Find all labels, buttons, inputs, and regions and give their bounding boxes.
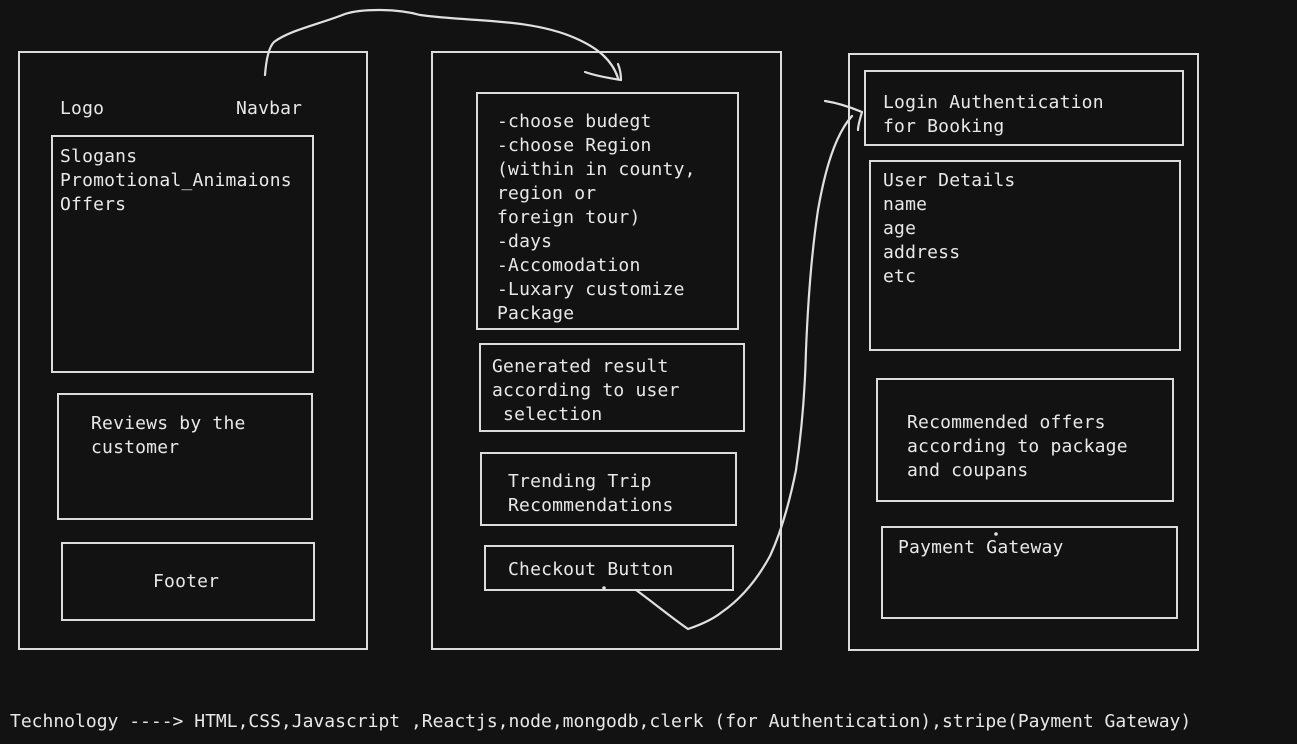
user-line: age (883, 218, 917, 239)
panel-home (18, 51, 368, 650)
option-line: (within in county, (497, 159, 696, 180)
user-line: User Details (883, 170, 1016, 191)
offers-box (876, 378, 1174, 502)
option-line: -choose budegt (497, 111, 652, 132)
trending-line: Trending Trip (508, 471, 652, 492)
result-line: according to user (492, 380, 680, 401)
hero-line: Slogans (60, 146, 138, 167)
technology-note: Technology ----> HTML,CSS,Javascript ,Re… (10, 711, 1192, 732)
hero-line: Offers (60, 194, 127, 215)
option-line: region or (497, 183, 597, 204)
result-line: selection (492, 404, 603, 425)
footer-box (61, 542, 315, 621)
checkout-label: Checkout Button (508, 559, 674, 580)
user-details-box (869, 160, 1181, 351)
navbar-label: Navbar (236, 98, 303, 119)
login-line: for Booking (883, 116, 1005, 137)
hero-box (51, 135, 314, 373)
logo-label: Logo (60, 98, 105, 119)
user-line: name (883, 194, 928, 215)
option-line: -days (497, 231, 553, 252)
reviews-line: customer (91, 437, 180, 458)
user-line: etc (883, 266, 917, 287)
hero-line: Promotional_Animaions (60, 170, 292, 191)
trending-line: Recommendations (508, 495, 674, 516)
offers-line: according to package (907, 436, 1128, 457)
option-line: Package (497, 303, 575, 324)
login-box (864, 70, 1184, 146)
payment-box (881, 526, 1178, 619)
result-line: Generated result (492, 356, 669, 377)
payment-label: Payment Gateway (898, 537, 1064, 558)
option-line: foreign tour) (497, 207, 641, 228)
option-line: -Accomodation (497, 255, 641, 276)
login-line: Login Authentication (883, 92, 1104, 113)
option-line: -choose Region (497, 135, 652, 156)
option-line: -Luxary customize (497, 279, 685, 300)
offers-line: Recommended offers (907, 412, 1106, 433)
user-line: address (883, 242, 961, 263)
footer-label: Footer (153, 571, 220, 592)
offers-line: and coupans (907, 460, 1029, 481)
reviews-line: Reviews by the (91, 413, 246, 434)
reviews-box (57, 393, 313, 520)
